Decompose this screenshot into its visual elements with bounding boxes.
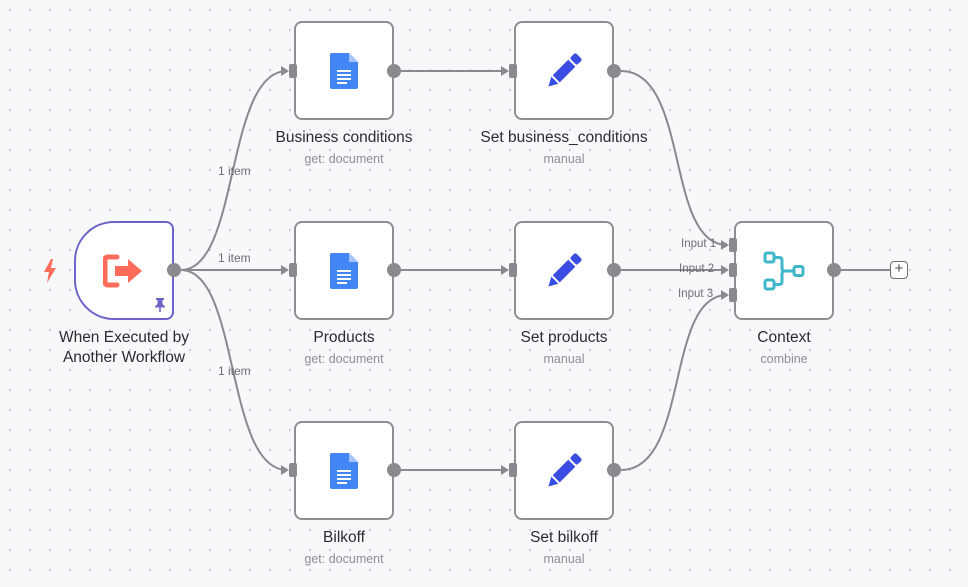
merge-output-port[interactable] — [827, 263, 841, 277]
arrowhead — [281, 465, 289, 475]
pencil-icon — [548, 252, 582, 287]
lightning-bolt-icon — [44, 259, 56, 283]
google-docs-icon — [330, 452, 358, 489]
trigger-title: When Executed by Another Workflow — [58, 329, 190, 366]
merge-input-port-2[interactable] — [729, 263, 737, 277]
connection-set-business-merge[interactable] — [620, 70, 728, 246]
arrowhead — [501, 265, 509, 275]
arrowhead — [501, 66, 509, 76]
set-business-output-port[interactable] — [607, 64, 621, 78]
merge-input-label-2: Input 2 — [679, 263, 715, 275]
node-context-merge[interactable] — [734, 221, 834, 320]
node-subtitle: manual — [543, 552, 585, 566]
arrowhead — [281, 66, 289, 76]
node-title: Set bilkoff — [530, 529, 598, 546]
edge-label-bilkoff: 1 item — [218, 364, 251, 378]
set-bilkoff-input-port[interactable] — [509, 463, 517, 477]
node-title: Context — [757, 329, 811, 346]
business-output-port[interactable] — [387, 64, 401, 78]
products-output-port[interactable] — [387, 263, 401, 277]
edge-label-business: 1 item — [218, 164, 251, 178]
connection-set-bilkoff-merge[interactable] — [620, 294, 728, 471]
node-subtitle: manual — [543, 352, 585, 366]
node-subtitle: manual — [543, 152, 585, 166]
pin-icon[interactable] — [153, 297, 167, 312]
merge-icon — [763, 251, 805, 290]
add-node-button[interactable]: + — [890, 261, 908, 279]
connection-trigger-bilkoff[interactable] — [180, 269, 288, 471]
products-input-port[interactable] — [289, 263, 297, 277]
arrowhead — [501, 465, 509, 475]
set-bilkoff-output-port[interactable] — [607, 463, 621, 477]
node-set-business-conditions[interactable] — [514, 21, 614, 120]
node-title: Bilkoff — [323, 529, 365, 546]
node-title: Products — [313, 329, 375, 346]
node-bilkoff[interactable] — [294, 421, 394, 520]
merge-input-port-3[interactable] — [729, 288, 737, 302]
node-business-conditions[interactable] — [294, 21, 394, 120]
bilkoff-input-port[interactable] — [289, 463, 297, 477]
connection-trigger-business[interactable] — [180, 70, 288, 271]
set-products-input-port[interactable] — [509, 263, 517, 277]
node-subtitle: combine — [760, 352, 808, 366]
pencil-icon — [548, 52, 582, 87]
business-input-port[interactable] — [289, 64, 297, 78]
set-products-output-port[interactable] — [607, 263, 621, 277]
arrowhead — [721, 265, 729, 275]
exit-arrow-icon — [103, 254, 142, 287]
set-business-input-port[interactable] — [509, 64, 517, 78]
node-set-products[interactable] — [514, 221, 614, 320]
node-subtitle: get: document — [304, 352, 384, 366]
merge-input-label-1: Input 1 — [681, 238, 717, 250]
arrowhead — [721, 290, 729, 300]
google-docs-icon — [330, 52, 358, 89]
node-products[interactable] — [294, 221, 394, 320]
google-docs-icon — [330, 252, 358, 289]
merge-input-port-1[interactable] — [729, 238, 737, 252]
pencil-icon — [548, 452, 582, 487]
edge-label-products: 1 item — [218, 251, 251, 265]
node-title: Business conditions — [275, 129, 413, 146]
node-subtitle: get: document — [304, 152, 384, 166]
node-title: Set products — [520, 329, 608, 346]
node-title: Set business_conditions — [480, 129, 648, 146]
node-set-bilkoff[interactable] — [514, 421, 614, 520]
trigger-node[interactable] — [74, 221, 174, 320]
bilkoff-output-port[interactable] — [387, 463, 401, 477]
node-subtitle: get: document — [304, 552, 384, 566]
merge-input-label-3: Input 3 — [678, 288, 714, 300]
trigger-output-port[interactable] — [167, 263, 181, 277]
arrowhead — [281, 265, 289, 275]
arrowhead — [721, 240, 729, 250]
